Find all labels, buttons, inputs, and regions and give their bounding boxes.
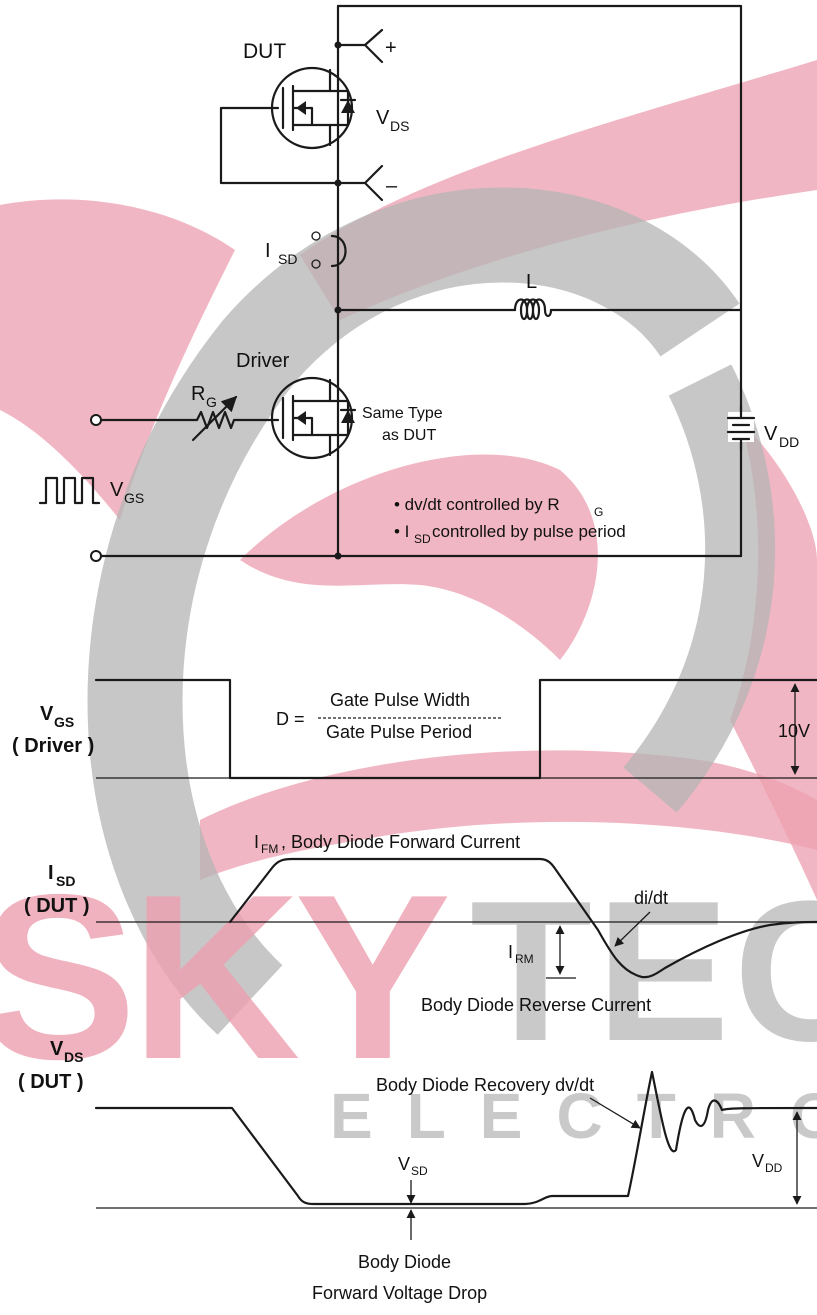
inductor-label: L (526, 271, 537, 293)
watermark-pink-swoosh-right (730, 420, 817, 900)
variable-resistor-arrow (191, 395, 238, 442)
watermark: SKY TEC ELECTRON (0, 60, 817, 1152)
svg-text:SD: SD (56, 873, 75, 889)
svg-text:V: V (50, 1038, 64, 1060)
dut-mosfet-symbol (270, 66, 357, 150)
note-isd: • I SD controlled by pulse period (394, 522, 626, 546)
svg-text:D =: D = (276, 709, 305, 729)
svg-text:GS: GS (124, 490, 144, 506)
vds-plus-terminal (336, 28, 384, 64)
vgs-channel-label: V GS ( Driver ) (12, 703, 94, 757)
dut-label: DUT (243, 40, 286, 63)
forward-drop-line2: Forward Voltage Drop (312, 1283, 487, 1303)
svg-text:controlled by pulse period: controlled by pulse period (432, 522, 626, 541)
isd-waveform (228, 857, 817, 979)
waveforms: V GS ( Driver ) D = Gate Pulse Width Gat… (12, 678, 817, 1303)
svg-text:V: V (398, 1154, 410, 1174)
vgs-source-label: V GS (110, 479, 144, 506)
svg-text:V: V (40, 703, 54, 725)
vds-channel-label: V DS ( DUT ) (18, 1038, 84, 1093)
junction-dot (334, 552, 342, 560)
irm-label: I RM (508, 942, 534, 966)
vdd-battery-symbol (726, 404, 756, 452)
forward-drop-line1: Body Diode (358, 1252, 451, 1272)
svg-text:V: V (764, 423, 778, 445)
variable-resistor-symbol (188, 410, 240, 430)
recovery-pointer (589, 1097, 641, 1129)
test-circuit: DUT + – V DS I SD L (38, 4, 799, 562)
svg-text:GS: GS (54, 714, 74, 730)
same-type-line1: Same Type (362, 405, 443, 422)
vds-minus-terminal (336, 164, 384, 202)
same-type-line2: as DUT (382, 427, 436, 444)
driver-label: Driver (236, 350, 290, 372)
ifm-annotation: I FM , Body Diode Forward Current (254, 832, 520, 856)
svg-text:I: I (265, 240, 271, 262)
svg-text:R: R (191, 383, 205, 405)
svg-text:Gate Pulse Period: Gate Pulse Period (326, 722, 472, 742)
watermark-pink-swoosh-middle (240, 454, 598, 660)
isd-current-probe (311, 231, 347, 269)
svg-text:DD: DD (779, 434, 799, 450)
recovery-dvdt-label: Body Diode Recovery dv/dt (376, 1075, 594, 1095)
vgs-waveform (94, 678, 817, 780)
svg-text:SD: SD (278, 251, 297, 267)
reverse-current-label: Body Diode Reverse Current (421, 995, 651, 1015)
vds-plus-sign: + (385, 37, 397, 59)
ground-input-terminal (90, 550, 102, 562)
svg-text:• I: • I (394, 522, 409, 541)
didt-pointer (614, 911, 651, 947)
vds-minus-sign: – (386, 175, 398, 197)
watermark-gray-arc-right (622, 364, 776, 813)
svg-text:G: G (206, 394, 217, 410)
duty-cycle-formula: D = Gate Pulse Width Gate Pulse Period (276, 690, 502, 742)
isd-label: I SD (265, 240, 297, 267)
wire-dut-gate-loop (219, 106, 340, 185)
svg-text:I: I (48, 862, 54, 884)
driver-mosfet-symbol (270, 376, 357, 460)
svg-text:G: G (594, 505, 603, 519)
junction-dot (334, 306, 342, 314)
svg-text:( DUT ): ( DUT ) (24, 895, 90, 917)
isd-channel-label: I SD ( DUT ) (24, 862, 90, 917)
gate-input-terminal (90, 414, 102, 426)
svg-text:DD: DD (765, 1161, 783, 1175)
watermark-word-sky: SKY (0, 845, 447, 1108)
svg-text:V: V (376, 107, 390, 129)
svg-text:Gate Pulse Width: Gate Pulse Width (330, 690, 470, 710)
svg-text:V: V (110, 479, 124, 501)
svg-text:SD: SD (414, 532, 431, 546)
svg-text:• dv/dt controlled by R: • dv/dt controlled by R (394, 495, 560, 514)
vsd-label: V SD (398, 1154, 428, 1178)
wire-top-rail (336, 4, 743, 558)
svg-text:, Body Diode Forward Current: , Body Diode Forward Current (281, 832, 520, 852)
svg-text:DS: DS (390, 118, 409, 134)
watermark-word-electron: ELECTRON (330, 1080, 817, 1152)
vds-label: V DS (376, 107, 409, 134)
vdd-source-label: V DD (764, 423, 799, 450)
svg-text:RM: RM (515, 952, 534, 966)
watermark-word-tec: TEC (470, 860, 817, 1083)
amplitude-label: 10V (778, 721, 810, 741)
svg-text:DS: DS (64, 1049, 83, 1065)
inductor-symbol (513, 298, 553, 321)
vds-waveform (94, 1070, 817, 1206)
svg-text:( Driver ): ( Driver ) (12, 735, 94, 757)
vdd-level-label: V DD (752, 1151, 783, 1175)
note-dvdt: • dv/dt controlled by R G (394, 495, 603, 519)
svg-text:( DUT ): ( DUT ) (18, 1071, 84, 1093)
pulse-train-icon (38, 476, 101, 505)
svg-text:V: V (752, 1151, 764, 1171)
svg-text:I: I (508, 942, 513, 962)
watermark-pink-swoosh-left (0, 199, 235, 520)
didt-label: di/dt (634, 888, 668, 908)
svg-text:FM: FM (261, 842, 278, 856)
svg-text:I: I (254, 832, 259, 852)
rg-label: R G (191, 383, 217, 410)
svg-text:SD: SD (411, 1164, 428, 1178)
watermark-gray-ring (87, 187, 740, 1035)
